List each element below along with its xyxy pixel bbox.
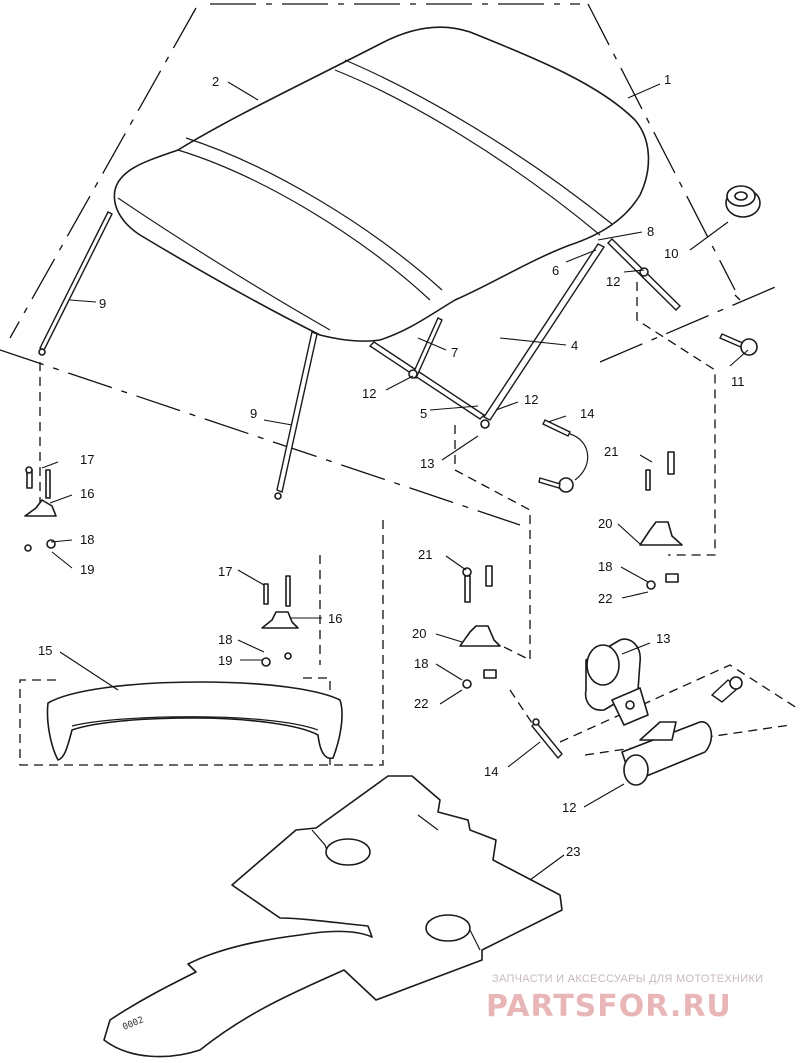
rear-pole-left — [39, 211, 113, 351]
callout-19-mid: 19 — [218, 653, 232, 668]
callout-8: 8 — [647, 224, 654, 239]
callout-21-right: 21 — [604, 444, 618, 459]
callout-22-right: 22 — [598, 591, 612, 606]
callout-21-center: 21 — [418, 547, 432, 562]
callout-9-center: 9 — [250, 406, 257, 421]
watermark: ЗАПЧАСТИ И АКСЕССУАРЫ ДЛЯ МОТОТЕХНИКИ PA… — [486, 973, 763, 1024]
watermark-tagline: ЗАПЧАСТИ И АКСЕССУАРЫ ДЛЯ МОТОТЕХНИКИ — [492, 973, 763, 985]
callout-12-mid: 12 — [362, 386, 376, 401]
callout-14-upper: 14 — [580, 406, 594, 421]
detail-hinge-assembly — [531, 638, 743, 786]
callout-leaders — [41, 81, 749, 881]
watermark-logo: PARTSFOR.RU — [486, 989, 732, 1024]
pole-end-center — [274, 492, 282, 500]
callout-2: 2 — [212, 74, 219, 89]
callout-13-detail: 13 — [656, 631, 670, 646]
fitting-12-front — [639, 267, 649, 277]
callout-17-mid: 17 — [218, 564, 232, 579]
canopy-cover — [113, 26, 650, 342]
diagonal-strut — [411, 317, 443, 379]
middle-mount-hardware — [261, 575, 299, 667]
callout-1: 1 — [664, 72, 671, 87]
left-mount-hardware — [24, 466, 57, 552]
callout-16-mid: 16 — [328, 611, 342, 626]
callout-18-left: 18 — [80, 532, 94, 547]
right-mount-hardware — [639, 451, 683, 590]
fitting-12-mid — [408, 369, 418, 379]
callout-14-detail: 14 — [484, 764, 498, 779]
callout-19-left: 19 — [80, 562, 94, 577]
callout-9-left: 9 — [99, 296, 106, 311]
knob-pin-part — [719, 333, 758, 356]
bimini-assembly-frame — [0, 3, 781, 526]
callout-18-mid: 18 — [218, 632, 232, 647]
callout-12-front: 12 — [606, 274, 620, 289]
pole-end-front — [480, 419, 490, 429]
callout-6: 6 — [552, 263, 559, 278]
crossbar-strut — [368, 341, 486, 420]
lanyard-pin-upper — [538, 419, 589, 493]
callout-20-center: 20 — [412, 626, 426, 641]
callout-10: 10 — [664, 246, 678, 261]
hardware-guides — [19, 282, 800, 766]
pole-end-left — [38, 348, 46, 356]
boot-cover — [46, 681, 343, 761]
callout-12-lower: 12 — [524, 392, 538, 407]
mat-cutout-lower — [425, 914, 471, 942]
callout-15: 15 — [38, 643, 52, 658]
callout-17-left: 17 — [80, 452, 94, 467]
callout-18-center: 18 — [414, 656, 428, 671]
callout-22-center: 22 — [414, 696, 428, 711]
callout-20-right: 20 — [598, 516, 612, 531]
mat-cutout-upper — [325, 838, 371, 866]
callout-5: 5 — [420, 406, 427, 421]
callout-7: 7 — [451, 345, 458, 360]
rear-pole-center — [276, 331, 318, 493]
callout-12-detail: 12 — [562, 800, 576, 815]
bumper-part — [725, 185, 761, 218]
callout-labels: 1 2 8 10 6 12 9 7 4 11 12 12 5 14 9 13 1… — [38, 72, 745, 859]
frame-poles — [38, 211, 681, 500]
floor-mat: 0002 — [103, 775, 563, 1058]
callout-23: 23 — [566, 844, 580, 859]
center-mount-hardware — [459, 565, 501, 689]
callout-18-right: 18 — [598, 559, 612, 574]
front-pole — [482, 243, 606, 421]
callout-11: 11 — [731, 374, 745, 389]
callout-13-upper: 13 — [420, 456, 434, 471]
callout-16-left: 16 — [80, 486, 94, 501]
callout-4: 4 — [571, 338, 578, 353]
